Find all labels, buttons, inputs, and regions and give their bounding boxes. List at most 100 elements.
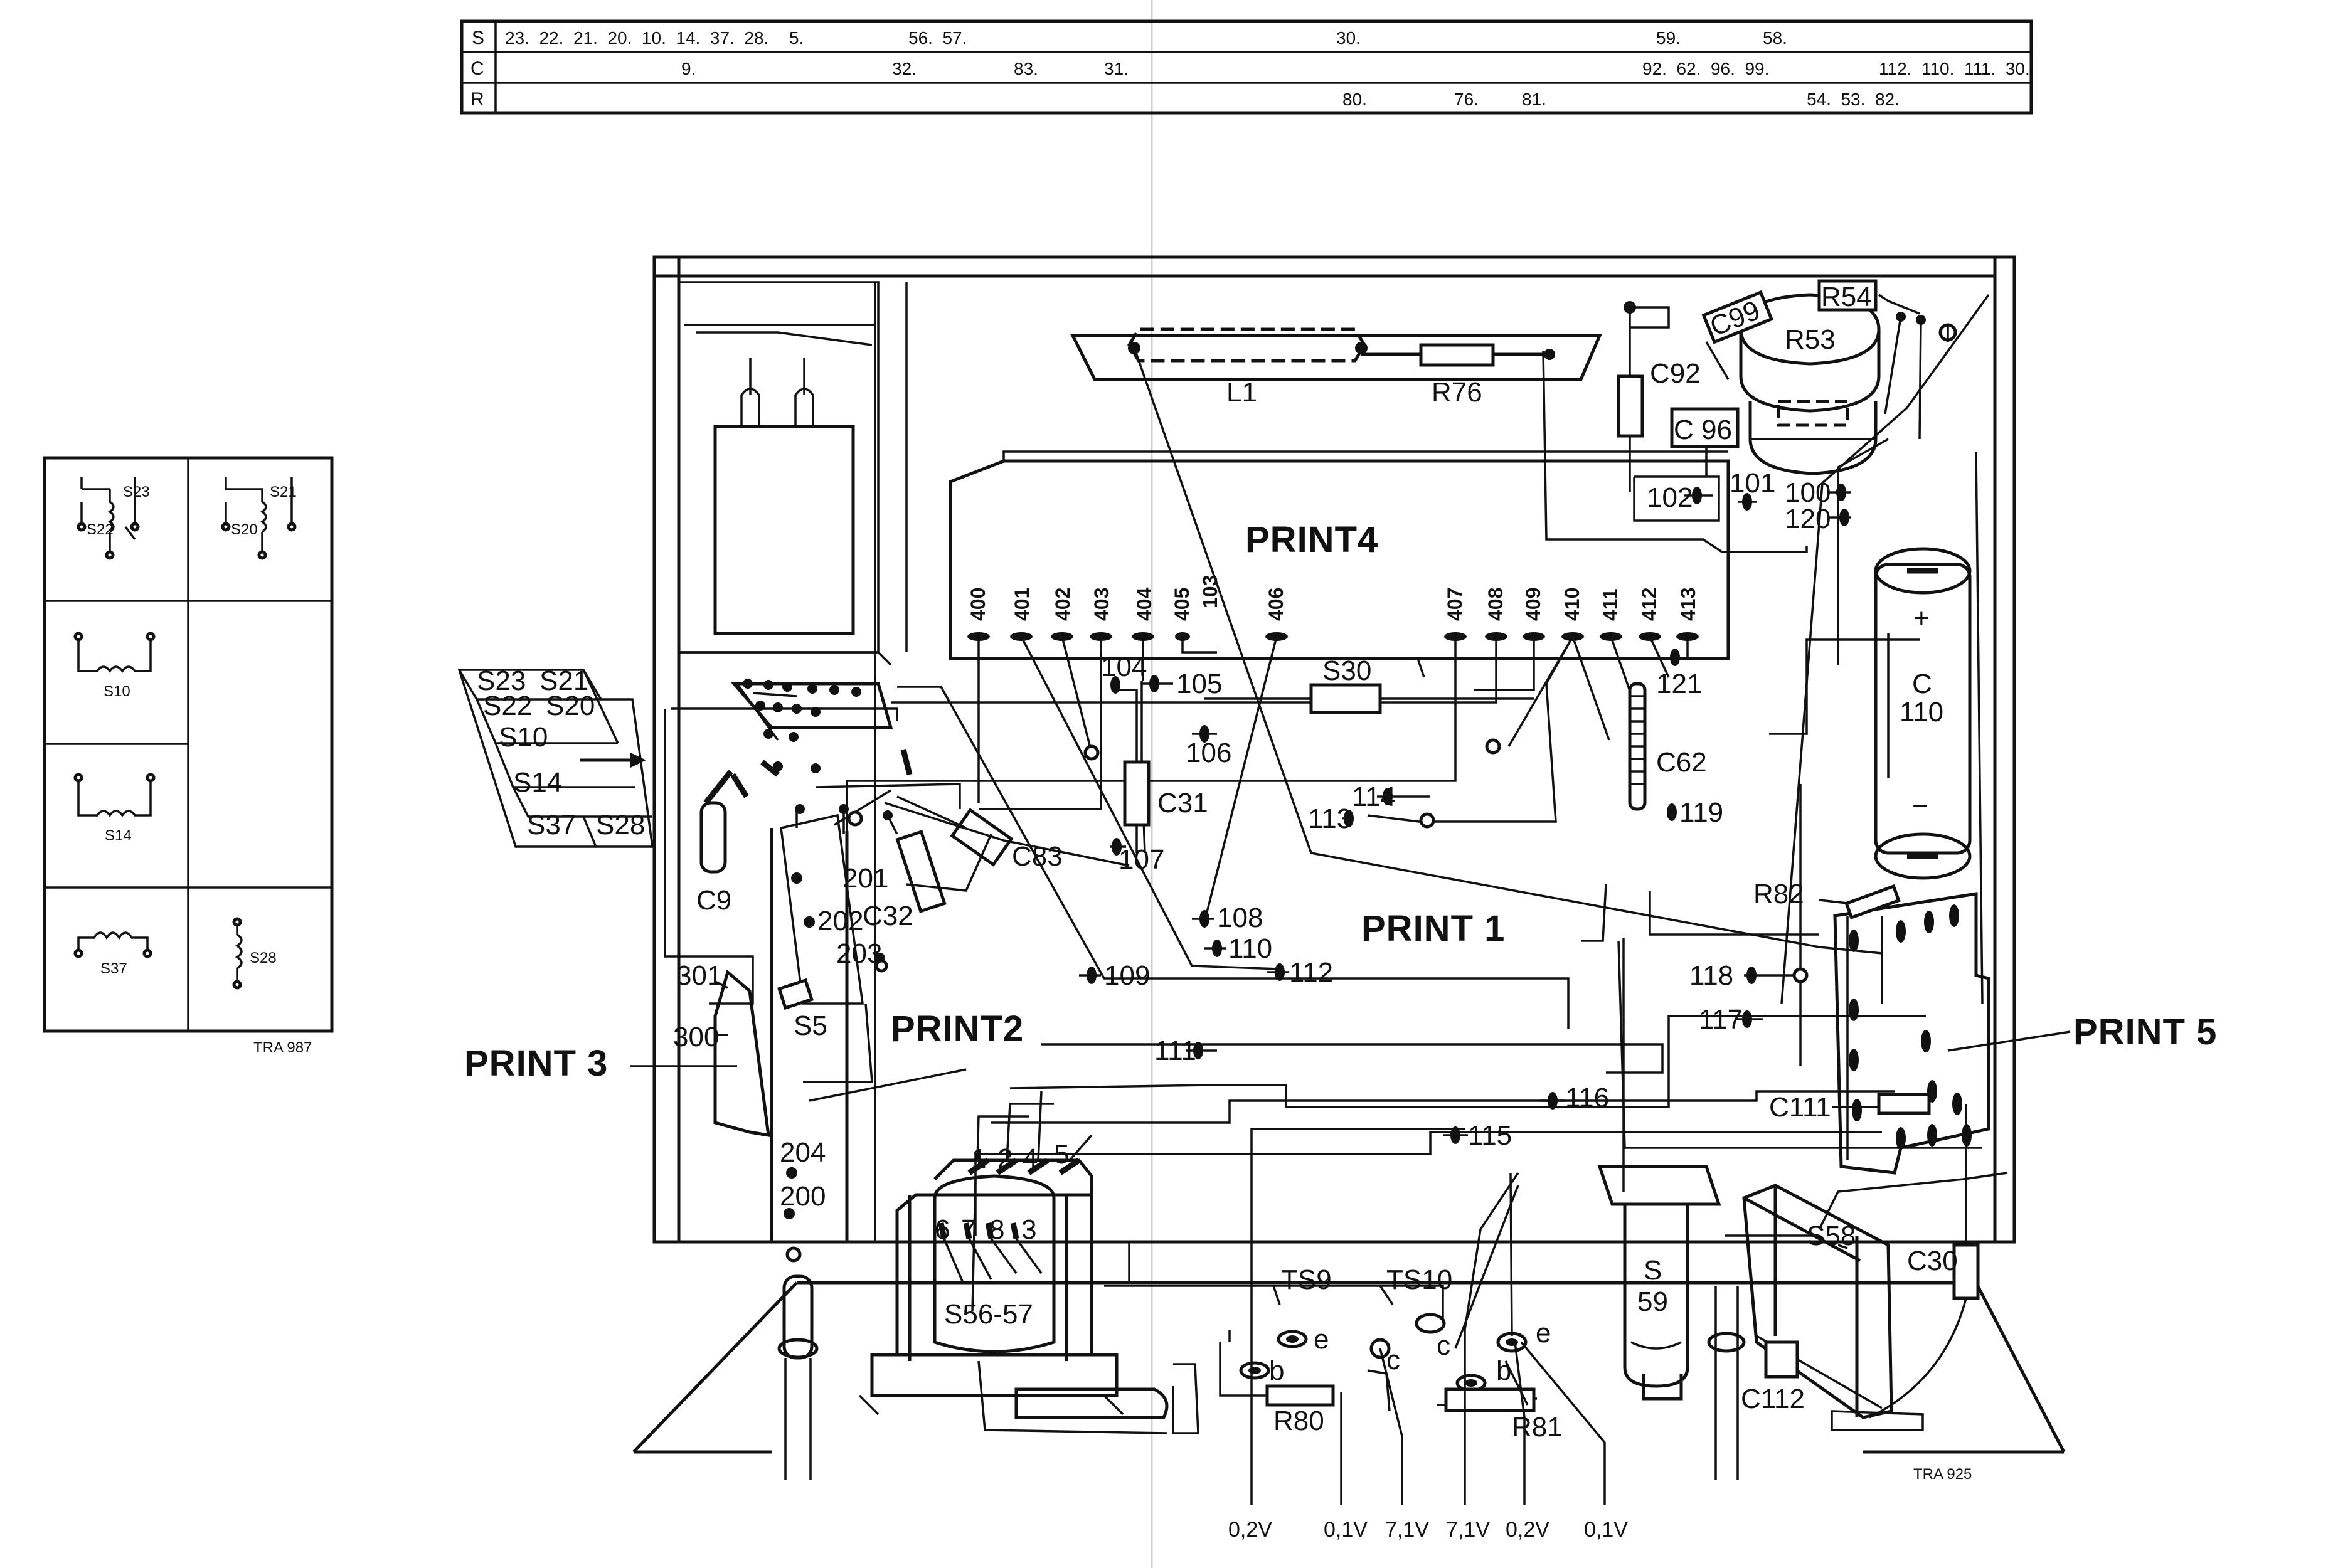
drawing-code: TRA 925 — [1913, 1466, 1972, 1483]
pin-407: 407 — [1443, 588, 1466, 621]
component-s5: S5 — [794, 1010, 827, 1041]
print2-label: PRINT2 — [891, 1009, 1024, 1049]
tp-116: 116 — [1565, 1083, 1609, 1113]
tp-119: 119 — [1679, 797, 1723, 828]
print4-solder-pads — [967, 632, 1699, 641]
component-r80: R80 — [1273, 1406, 1324, 1436]
table-cell: 31. — [1104, 59, 1129, 78]
c62-capacitor: C62 — [1628, 682, 1707, 811]
transformer-pin-3: 3 — [1021, 1214, 1036, 1245]
pin-412: 412 — [1638, 588, 1661, 621]
legend-cell-s10: S10 — [73, 632, 156, 700]
table-cell: 76. — [1454, 90, 1479, 109]
component-c110-letter: C — [1912, 669, 1932, 699]
print1-label: PRINT 1 — [1361, 908, 1505, 949]
c96-capacitor: C 96 — [1633, 407, 1740, 522]
tp-200: 200 — [780, 1181, 826, 1212]
legend-cell-s23-s22: S23 S22 — [77, 477, 150, 560]
switch-tag: S28 — [596, 810, 645, 840]
l1-r76-strip: L1 R76 — [1070, 327, 1602, 408]
measurement-7-1v-b: 7,1V — [1446, 1518, 1490, 1542]
print5-board: R82 C111 PRINT 5 — [1753, 879, 2216, 1175]
tp-109: 109 — [1104, 960, 1150, 991]
tp-203: 203 — [836, 938, 882, 969]
print4-label: PRINT4 — [1245, 519, 1378, 560]
tp-101: 101 — [1730, 468, 1775, 499]
table-row-label-c: C — [470, 58, 484, 79]
table-cell: 59. — [1656, 28, 1681, 48]
ts10-leg-e: e — [1536, 1318, 1551, 1348]
legend-cell-s37: S37 — [73, 931, 152, 977]
switch-tag: S10 — [499, 722, 548, 753]
switch-legend: S23 S22 S21 S20 S10 S14 — [43, 456, 334, 1056]
table-cell: 23. 22. 21. 20. 10. 14. 37. 28. — [505, 28, 768, 48]
print4-board: PRINT4 400 401 402 403 404 405 103 406 4… — [949, 450, 1730, 660]
pin-103: 103 — [1199, 575, 1221, 608]
c110-plus: + — [1913, 603, 1930, 633]
component-c31: C31 — [1157, 788, 1208, 818]
ts10-leg-c: c — [1437, 1330, 1450, 1361]
switch-tag: S23 — [477, 665, 526, 696]
legend-cell-s28: S28 — [232, 917, 277, 990]
tp-112: 112 — [1289, 957, 1333, 988]
s30-switch: S30 — [1204, 655, 1534, 714]
table-cell: 9. — [681, 59, 696, 78]
tp-111: 111 — [1154, 1036, 1196, 1066]
c110-capacitor: + C 110 − — [1874, 547, 1972, 880]
print3-label: PRINT 3 — [464, 1043, 608, 1084]
pin-405: 405 — [1171, 588, 1193, 621]
print5-pads — [1849, 904, 1972, 1150]
tp-202: 202 — [817, 906, 863, 936]
table-cell: 56. 57. — [908, 28, 967, 48]
legend-label: S14 — [105, 827, 132, 844]
pin-400: 400 — [967, 588, 989, 621]
component-c92: C92 — [1650, 358, 1701, 389]
table-cell: 30. — [1336, 28, 1361, 48]
measurement-0-1v-b: 0,1V — [1584, 1518, 1628, 1542]
pin-409: 409 — [1522, 588, 1544, 621]
component-c112: C112 — [1741, 1384, 1805, 1414]
pin-406: 406 — [1265, 588, 1287, 621]
s59-s58-group: S 59 S58 C112 C30 — [1597, 1104, 1980, 1431]
tp-107: 107 — [1119, 844, 1164, 875]
measurement-7-1v-a: 7,1V — [1385, 1518, 1429, 1542]
ts9-leg-c: c — [1386, 1345, 1400, 1375]
switch-tag: S37 — [527, 810, 576, 840]
tp-120: 120 — [1785, 504, 1831, 534]
voltage-measurements: 0,2V 0,1V 7,1V 7,1V 0,2V 0,1V — [1228, 1518, 1628, 1542]
transformer-pin-8: 8 — [989, 1214, 1004, 1245]
ts9-leg-e: e — [1314, 1324, 1329, 1355]
component-c111: C111 — [1769, 1092, 1831, 1123]
switch-tag: S14 — [513, 767, 562, 798]
component-c110-value: 110 — [1900, 697, 1943, 728]
legend-cell-s21-s20: S21 S20 — [221, 477, 297, 560]
table-cell: 5. — [789, 28, 804, 48]
component-r82: R82 — [1753, 879, 1804, 909]
component-c62: C62 — [1656, 747, 1707, 778]
table-cell: 58. — [1763, 28, 1787, 48]
chassis — [632, 255, 2066, 1480]
tp-117: 117 — [1699, 1004, 1743, 1035]
table-cell: 81. — [1522, 90, 1546, 109]
component-s30: S30 — [1322, 655, 1371, 686]
tp-100: 100 — [1785, 477, 1831, 508]
transistor-area: TS9 TS10 e R80 b c c b e R81 — [1104, 1128, 1606, 1505]
tp-102: 102 — [1647, 482, 1693, 513]
table-cell: 80. — [1342, 90, 1367, 109]
c92-capacitor: C92 — [1617, 301, 1701, 492]
table-cell: 92. 62. 96. 99. — [1642, 59, 1769, 78]
pin-408: 408 — [1484, 588, 1507, 621]
transformer-pin-6: 6 — [935, 1214, 950, 1245]
switch-tag: S20 — [546, 691, 595, 721]
switch-tag: S22 — [483, 691, 532, 721]
component-r54: R54 — [1821, 282, 1872, 312]
print2-contacts — [743, 679, 893, 820]
tp-106: 106 — [1186, 738, 1231, 768]
pin-410: 410 — [1561, 588, 1583, 621]
tp-121: 121 — [1656, 669, 1702, 699]
transformer-pin-7: 7 — [961, 1214, 976, 1245]
component-c30: C30 — [1907, 1246, 1958, 1276]
component-c32: C32 — [863, 901, 913, 931]
pin-413: 413 — [1677, 588, 1699, 621]
tp-201: 201 — [842, 863, 888, 894]
